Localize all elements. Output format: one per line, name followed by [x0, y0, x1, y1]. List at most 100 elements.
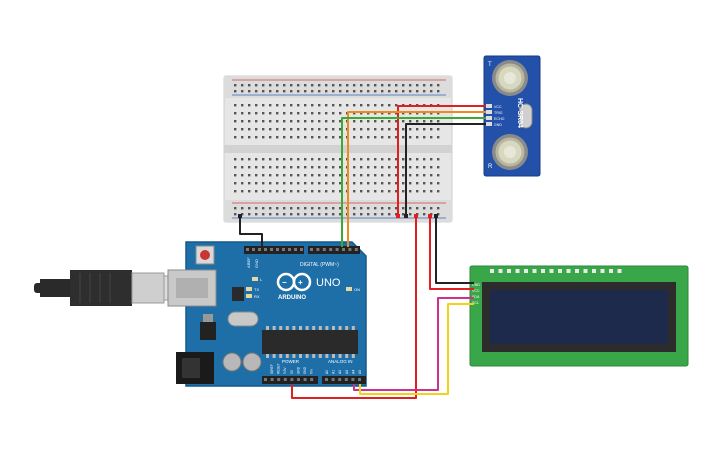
tx-led [246, 287, 252, 291]
wire-sda[interactable] [353, 297, 474, 391]
breadboard-hole [416, 190, 419, 193]
breadboard-hole [430, 174, 433, 177]
breadboard-hole [402, 213, 405, 216]
breadboard-hole [360, 90, 363, 93]
breadboard-hole [360, 112, 363, 115]
breadboard-hole [402, 136, 405, 139]
wire-arduino-5v[interactable] [291, 216, 417, 399]
chip-leg [312, 354, 316, 358]
breadboard-hole [430, 166, 433, 169]
digital-header [244, 246, 304, 254]
breadboard-hole [311, 190, 314, 193]
wire-arduino-gnd[interactable] [239, 216, 263, 247]
svg-text:TX: TX [254, 287, 259, 292]
breadboard-hole [367, 84, 370, 87]
breadboard-hole [276, 112, 279, 115]
breadboard-hole [388, 182, 391, 185]
wire-sensor-gnd[interactable] [405, 123, 486, 216]
breadboard-hole [381, 174, 384, 177]
lcd-header-pin [592, 269, 596, 273]
breadboard-hole [430, 90, 433, 93]
lcd-header-pin [524, 269, 528, 273]
wire-sensor-vcc[interactable] [397, 105, 486, 216]
breadboard-hole [241, 213, 244, 216]
chip-leg [266, 326, 269, 330]
arduino-uno-board[interactable]: − + ARDUINO UNO DIGITAL (PWM~) AREF GND … [167, 241, 367, 387]
breadboard-hole [423, 158, 426, 161]
breadboard-hole [409, 136, 412, 139]
usb-cable [34, 270, 187, 306]
breadboard-hole [255, 136, 258, 139]
lcd-display[interactable]: GND VCC SDA SCL [469, 265, 689, 367]
breadboard-hole [325, 128, 328, 131]
header-pin [277, 378, 281, 381]
breadboard-hole [234, 213, 237, 216]
breadboard-hole [423, 207, 426, 210]
wire-sensor-echo[interactable] [341, 117, 486, 247]
breadboard-hole [339, 166, 342, 169]
analog-pin-label: A0 [325, 370, 329, 374]
breadboard-hole [388, 174, 391, 177]
breadboard-hole [374, 190, 377, 193]
breadboard-hole [339, 190, 342, 193]
breadboard-hole [437, 166, 440, 169]
breadboard-hole [297, 174, 300, 177]
breadboard-hole [325, 182, 328, 185]
wire-lcd-vcc[interactable] [429, 216, 474, 290]
breadboard-hole [262, 90, 265, 93]
breadboard-hole [262, 128, 265, 131]
breadboard-hole [381, 166, 384, 169]
breadboard-hole [437, 84, 440, 87]
breadboard-hole [297, 158, 300, 161]
header-pin [322, 248, 326, 251]
svg-text:R: R [488, 164, 493, 170]
breadboard-hole [290, 213, 293, 216]
sensor-model-label: HC-SR04 [516, 98, 523, 128]
header-pin [310, 378, 314, 381]
breadboard-hole [283, 136, 286, 139]
breadboard-hole [374, 213, 377, 216]
breadboard-hole [430, 120, 433, 123]
breadboard-hole [353, 112, 356, 115]
header-pin [258, 248, 261, 251]
header-pin [351, 378, 355, 381]
breadboard-hole [416, 207, 419, 210]
breadboard-hole [248, 104, 251, 107]
hc-sr04-sensor[interactable]: T R HC-SR04 VCC TRIG ECHO GND [483, 55, 541, 177]
breadboard-hole [388, 158, 391, 161]
breadboard-hole [276, 166, 279, 169]
breadboard-hole [311, 158, 314, 161]
breadboard-hole [311, 174, 314, 177]
power-pin-label: 5V [290, 369, 294, 374]
wire-lcd-gnd[interactable] [435, 216, 474, 284]
chip-leg [285, 326, 289, 330]
breadboard-hole [297, 190, 300, 193]
breadboard-hole [409, 112, 412, 115]
breadboard-hole [367, 128, 370, 131]
breadboard-hole [409, 182, 412, 185]
breadboard[interactable] [223, 75, 453, 223]
breadboard-hole [430, 128, 433, 131]
breadboard-hole [276, 128, 279, 131]
breadboard-hole [234, 190, 237, 193]
analog-header [322, 376, 366, 384]
breadboard-hole [360, 213, 363, 216]
breadboard-hole [262, 166, 265, 169]
breadboard-hole [409, 158, 412, 161]
breadboard-hole [325, 120, 328, 123]
wire-sensor-trig[interactable] [347, 111, 486, 247]
power-pin-label: Vin [310, 369, 314, 374]
breadboard-hole [325, 112, 328, 115]
wire-scl[interactable] [359, 303, 474, 395]
breadboard-hole [423, 112, 426, 115]
atmega-chip [262, 330, 358, 354]
chip-leg [332, 326, 335, 330]
chip-leg [325, 354, 329, 358]
header-pin [348, 248, 352, 251]
breadboard-hole [318, 128, 321, 131]
breadboard-hole [374, 84, 377, 87]
chip-leg [292, 354, 296, 358]
breadboard-hole [395, 182, 398, 185]
breadboard-hole [290, 90, 293, 93]
digital-pins [246, 248, 358, 251]
